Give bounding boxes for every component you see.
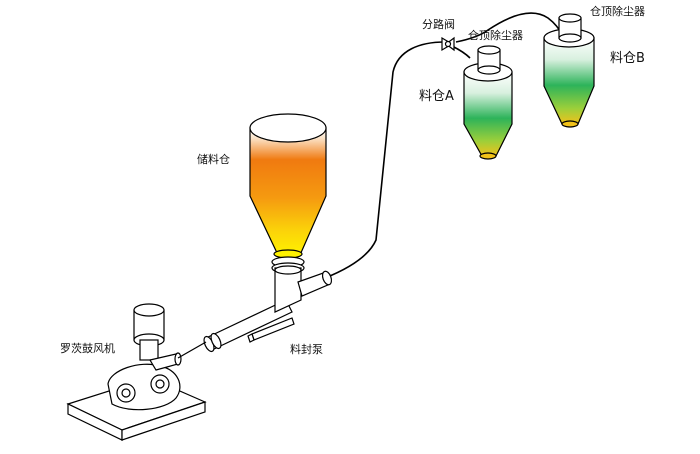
label-storage-bin: 储料仓 [197,153,230,166]
bin-a [463,62,513,160]
storage-bin [249,113,327,274]
dust-collector-a [477,45,501,75]
label-feeder: 料封泵 [290,343,323,356]
conveying-pipeline [324,12,564,279]
feeder-pump [203,265,333,353]
diverter-valve [441,36,455,52]
label-diverter: 分路阀 [422,18,455,31]
label-blower: 罗茨鼓风机 [60,342,115,355]
roots-blower [66,303,207,441]
bin-b [543,28,595,128]
dust-collector-b [558,13,582,43]
label-dust-collector-b: 仓顶除尘器 [590,5,645,18]
label-bin-b: 料仓B [610,51,645,66]
label-dust-collector-a: 仓顶除尘器 [468,29,523,42]
label-bin-a: 料仓A [419,89,454,104]
